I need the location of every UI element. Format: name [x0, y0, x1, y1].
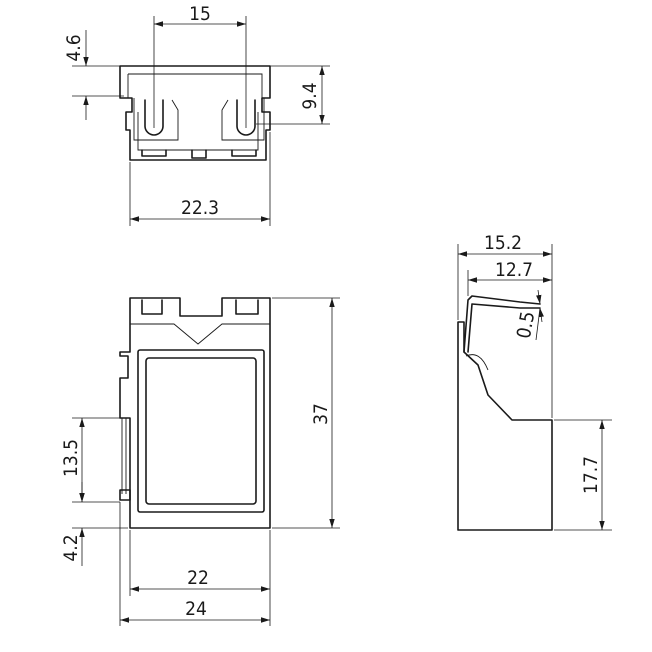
front-view-tab-left — [141, 299, 163, 315]
top-view-terminal-left-frame — [133, 98, 179, 141]
top-view-foot-right — [231, 149, 257, 157]
front-view-window — [145, 357, 257, 505]
dimension-line-0-5-bottom — [538, 307, 544, 323]
dimension-label-15: 15 — [189, 3, 211, 25]
top-view-terminal-right — [236, 99, 256, 136]
side-view-clip-curve — [465, 354, 489, 371]
dimension-line-0-5-top — [536, 289, 542, 305]
dimension-label-37: 37 — [310, 403, 332, 425]
front-view-frame — [137, 349, 265, 513]
side-view: 15.2 12.7 0.5 17.7 — [457, 232, 612, 531]
front-view-side-rail — [121, 418, 127, 494]
front-view-outline — [119, 297, 271, 529]
top-view-foot-left — [141, 149, 167, 157]
top-view-terminal-right-frame — [221, 98, 265, 141]
dimension-label-22-3: 22.3 — [181, 197, 219, 219]
top-view-inner-cavity — [127, 73, 263, 151]
top-view-center-tab — [191, 149, 207, 159]
dimension-label-13-5: 13.5 — [60, 439, 82, 477]
dimension-label-4-2: 4.2 — [60, 534, 82, 561]
dimension-label-22: 22 — [187, 567, 209, 589]
side-view-spring-clip — [463, 295, 541, 353]
dimension-label-9-4: 9.4 — [299, 82, 321, 109]
top-view-terminal-left — [144, 99, 164, 136]
side-view-body — [457, 321, 553, 531]
top-view-outline — [119, 65, 271, 161]
front-view-v-notch — [130, 323, 270, 345]
dimension-label-17-7: 17.7 — [580, 456, 602, 494]
dimension-label-24: 24 — [185, 598, 207, 620]
dimension-label-4-6: 4.6 — [63, 34, 85, 61]
top-view: 15 4.6 9.4 22.3 — [63, 3, 330, 226]
dimension-label-15-2: 15.2 — [484, 232, 522, 254]
front-view-small-tab — [119, 489, 131, 501]
front-view: 37 13.5 4.2 22 24 — [60, 297, 340, 626]
dimension-label-12-7: 12.7 — [495, 259, 533, 281]
dimension-leader-0-5 — [535, 307, 541, 341]
dimension-label-0-5: 0.5 — [513, 310, 539, 341]
front-view-tab-right — [235, 299, 259, 315]
